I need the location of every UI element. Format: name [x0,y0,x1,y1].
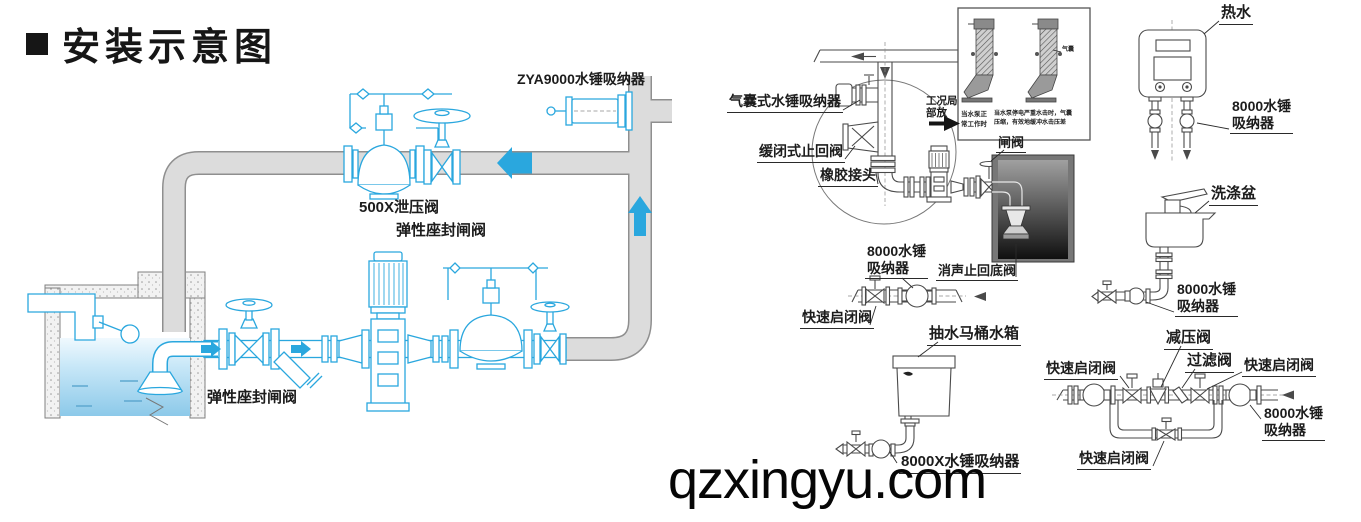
leader-lines [842,20,1262,467]
absorber-branch-pipe [848,275,986,308]
label-rubber-joint: 橡胶接头 [818,167,878,187]
label-slow-closing-check-valve: 缓闭式止回阀 [757,143,845,163]
label-8000-absorber-prv: 8000水锤 吸纳器 [1262,405,1326,442]
suction-bell [136,341,218,426]
watermark: qzxingyu.com [668,450,987,510]
label-8000-absorber-heater: 8000水锤 吸纳器 [1230,98,1294,135]
control-valve [443,262,548,370]
label-quick-valve-right: 快速启闭阀 [1242,357,1316,377]
flange [321,335,329,363]
label-pressure-reducing-valve: 减压阀 [1164,329,1214,350]
label-filter-valve: 过滤阀 [1185,352,1235,373]
label-8000-absorber-pump: 8000水锤 吸纳器 [865,243,929,280]
flange [441,335,449,363]
label-quick-valve-bypass: 快速启闭阀 [1077,450,1151,470]
detail-caption-right: 当水泵停电严重水击时，气囊 压缩，有效地缓冲水击压差 [994,111,1073,127]
detail-box [957,7,1091,141]
y-strainer [273,351,323,389]
label-gate-valve-bottom: 弹性座封闸阀 [207,389,298,406]
label-gate-valve-top: 弹性座封闸阀 [396,222,487,239]
toilet-tank [835,355,956,459]
gray-piping [162,76,672,361]
flange [963,177,969,197]
label-toilet-tank: 抽水马桶水箱 [927,325,1022,346]
flange [330,335,338,363]
detail-airbag-tag: 气囊 [1062,47,1075,53]
label-zya9000-absorber: ZYA9000水锤吸纳器 [517,71,645,87]
gate-valve-suction [218,298,280,370]
gate-valve-discharge [530,301,570,365]
sink [1091,188,1217,305]
zya9000-absorber [546,91,633,131]
label-quick-valve-pump: 快速启闭阀 [800,309,874,329]
rubber-joint [870,155,896,174]
gate-valve-relief [413,108,471,185]
label-detail-callout: 工况局 部放 [926,95,958,120]
float-valve [27,293,140,344]
pump [366,251,410,412]
flange [969,177,975,197]
water-heater [1138,20,1207,162]
label-quick-valve-left: 快速启闭阀 [1044,360,1118,380]
flange [361,329,370,369]
reducer [407,334,432,364]
label-sink: 洗涤盆 [1209,185,1259,206]
detail-balloon-circle [811,79,957,225]
detail-caption-left: 当水泵正 常工作时 [961,111,987,129]
title-bullet-icon [26,32,48,55]
page-title-text: 安装示意图 [62,27,278,69]
label-relief-valve: 500X泄压阀 [359,199,440,216]
page-title: 安装示意图 [26,16,277,71]
reducer [338,334,363,364]
pump-right [926,145,952,203]
label-gate-valve: 闸阀 [996,135,1027,154]
label-8000x-absorber-toilet: 8000X水锤吸纳器 [899,453,1022,474]
slow-closing-check-valve [842,121,879,153]
prv-assembly [1052,373,1294,441]
label-8000-absorber-sink: 8000水锤 吸纳器 [1175,281,1239,318]
flange [432,335,440,363]
detail-callout-arrow [929,116,960,131]
flow-arrows [201,147,652,357]
airbag-absorber [835,74,878,107]
label-airbag-absorber: 气囊式水锤吸纳器 [727,93,843,113]
reducer [950,180,964,194]
label-hot-water: 热水 [1219,4,1254,25]
pump-discharge-piping [877,172,931,198]
label-silent-foot-check-valve: 消声止回底阀 [936,263,1019,282]
suction-tank [991,154,1075,263]
relief-valve-500x [343,88,452,200]
